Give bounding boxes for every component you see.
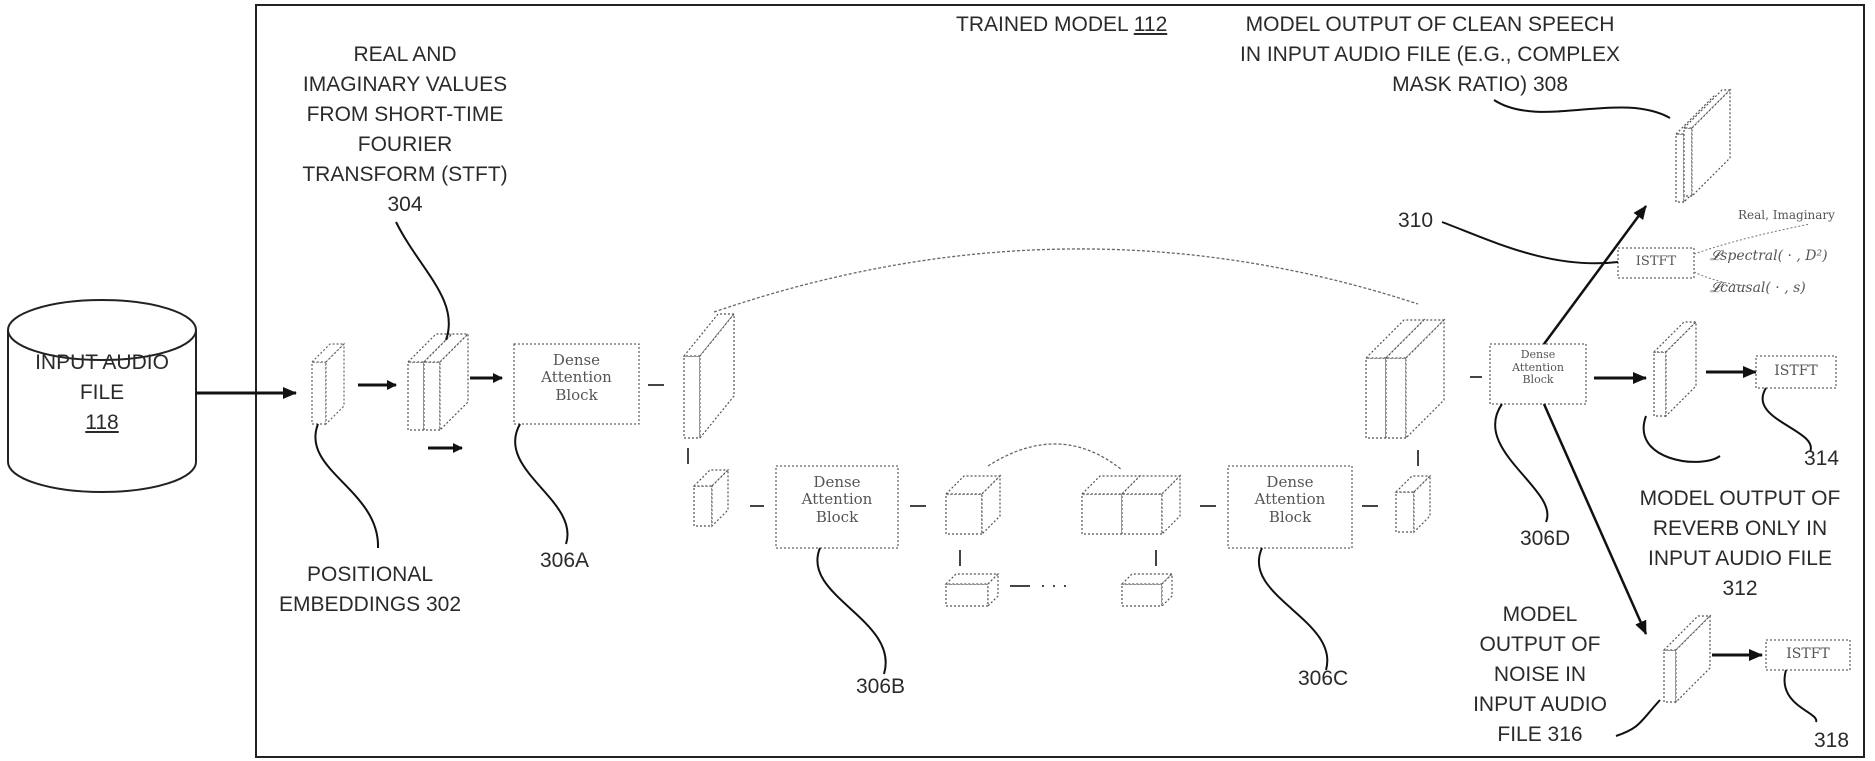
istft-box-reverb bbox=[1755, 355, 1837, 389]
feature-cube-enc-l2 bbox=[692, 468, 730, 528]
spectral-loss-label: 𝓛spectral( · , D²) bbox=[1710, 248, 1828, 264]
istft-label-reverb: ISTFT bbox=[1774, 363, 1818, 379]
ref-306b: 306B bbox=[856, 675, 906, 698]
ref-310: 310 bbox=[1398, 209, 1434, 232]
istft-box-clean bbox=[1617, 247, 1695, 279]
feature-cube-enc-l3 bbox=[944, 474, 1002, 536]
leader-316 bbox=[1615, 699, 1661, 737]
reverb-output-label: MODEL OUTPUT OF REVERB ONLY IN INPUT AUD… bbox=[1639, 487, 1841, 600]
leader-312 bbox=[1642, 415, 1721, 463]
leader-308 bbox=[1493, 99, 1671, 119]
dense-attention-block-306d bbox=[1489, 343, 1587, 405]
ref-306c: 306C bbox=[1298, 667, 1349, 690]
dense-attention-block-306a bbox=[513, 343, 640, 425]
feature-cube-dec-l2 bbox=[1394, 474, 1432, 534]
ref-318: 318 bbox=[1814, 729, 1850, 752]
clean-speech-mask-slab bbox=[1674, 88, 1732, 204]
arrow-to-noise-output bbox=[1542, 403, 1648, 635]
istft-label-clean: ISTFT bbox=[1635, 254, 1677, 269]
leader-306b bbox=[816, 547, 887, 675]
real-imaginary-label: Real, Imaginary bbox=[1738, 208, 1835, 222]
causal-loss-label: 𝓛causal( · , s) bbox=[1710, 280, 1806, 296]
input-audio-cylinder bbox=[7, 299, 197, 493]
reverb-output-slab bbox=[1652, 320, 1698, 418]
clean-speech-output-label: MODEL OUTPUT OF CLEAN SPEECH IN INPUT AU… bbox=[1239, 13, 1621, 96]
feature-map-decoder bbox=[1364, 318, 1446, 440]
input-audio-label: INPUT AUDIO FILE 118 bbox=[35, 351, 169, 434]
dense-attention-block-306b bbox=[775, 465, 899, 549]
stft-label: REAL AND IMAGINARY VALUES FROM SHORT-TIM… bbox=[302, 43, 508, 216]
leader-318 bbox=[1783, 669, 1818, 723]
positional-embeddings-label: POSITIONAL EMBEDDINGS 302 bbox=[278, 563, 462, 616]
ref-306a: 306A bbox=[540, 549, 590, 572]
skip-connection-lower bbox=[987, 443, 1123, 471]
istft-label-noise: ISTFT bbox=[1786, 646, 1830, 662]
dense-attention-block-306c bbox=[1227, 465, 1353, 549]
skip-connection-top bbox=[713, 248, 1419, 313]
trained-model-label: TRAINED MODEL 112 bbox=[956, 13, 1168, 36]
feature-cube-dec-l3 bbox=[1080, 474, 1182, 536]
leader-306d bbox=[1494, 403, 1549, 523]
ref-314: 314 bbox=[1804, 447, 1840, 470]
leader-306a bbox=[514, 423, 569, 545]
feature-map-encoder bbox=[682, 312, 736, 440]
positional-embedding-slab bbox=[310, 342, 346, 426]
noise-output-label: MODEL OUTPUT OF NOISE IN INPUT AUDIO FIL… bbox=[1473, 603, 1607, 746]
leader-314 bbox=[1761, 387, 1812, 453]
bottleneck-cube-right bbox=[1120, 572, 1174, 608]
ellipsis: · · · bbox=[1040, 575, 1068, 595]
leader-302 bbox=[314, 423, 380, 549]
ref-306d: 306D bbox=[1520, 527, 1571, 550]
noise-output-slab bbox=[1662, 614, 1712, 704]
bottleneck-cube-left bbox=[944, 572, 1000, 608]
leader-306c bbox=[1258, 547, 1329, 671]
stft-cube bbox=[406, 332, 470, 432]
leader-310 bbox=[1441, 221, 1619, 265]
istft-box-noise bbox=[1765, 639, 1851, 671]
trained-model-frame bbox=[255, 4, 1865, 758]
leader-304 bbox=[395, 221, 450, 341]
arrow-to-clean-output bbox=[1542, 205, 1648, 345]
